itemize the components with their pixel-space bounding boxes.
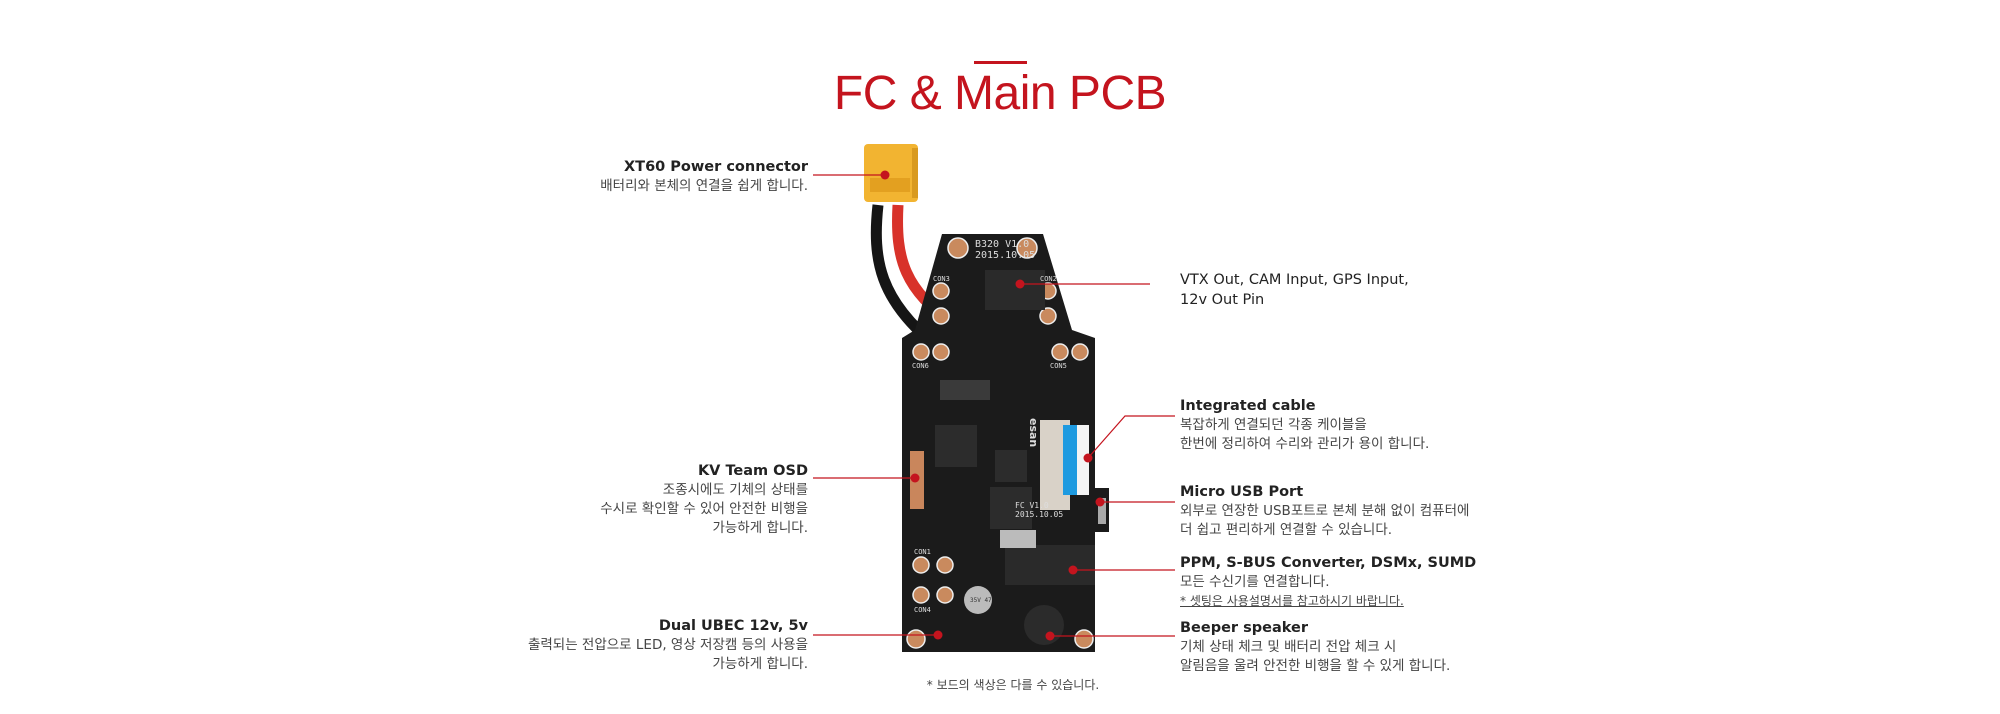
callout-text: 한번에 정리하여 수리와 관리가 용이 합니다. bbox=[1180, 436, 1430, 452]
callout-text: 조종시에도 기체의 상태를 bbox=[662, 482, 808, 498]
callout-dots bbox=[880, 170, 1105, 641]
mounting-holes bbox=[906, 237, 1094, 649]
leader-lines bbox=[813, 174, 1175, 637]
callout-beeper: Beeper speaker 기체 상태 체크 및 배터리 전압 체크 시 알림… bbox=[1180, 618, 1450, 676]
con3-label: CON3 bbox=[933, 275, 950, 283]
fc-chip bbox=[990, 487, 1032, 529]
callout-ppm: PPM, S-BUS Converter, DSMx, SUMD 모든 수신기를… bbox=[1180, 553, 1476, 611]
brand-label: esan bbox=[1027, 418, 1040, 447]
con5-label: CON5 bbox=[1050, 362, 1067, 370]
board-date: 2015.10.05 bbox=[975, 250, 1035, 261]
connector-labels: CON3 CON2 CON6 CON5 CON1 CON4 bbox=[912, 275, 1067, 614]
callout-text: 가능하게 합니다. bbox=[712, 656, 808, 672]
page-title: FC & Main PCB bbox=[833, 67, 1167, 120]
capacitor bbox=[964, 586, 992, 614]
callout-text: 가능하게 합니다. bbox=[712, 520, 808, 536]
con6-label: CON6 bbox=[912, 362, 929, 370]
ribbon-cable bbox=[1063, 425, 1077, 495]
con2-label: CON2 bbox=[1040, 275, 1057, 283]
callout-text: 기체 상태 체크 및 배터리 전압 체크 시 bbox=[1180, 639, 1397, 655]
title-accent-bar bbox=[974, 61, 1027, 64]
callout-text: 알림음을 울려 안전한 비행을 할 수 있게 합니다. bbox=[1180, 658, 1451, 674]
callout-text: 출력되는 전압으로 LED, 영상 저장캠 등의 사용을 bbox=[527, 637, 808, 653]
micro-usb-socket bbox=[1000, 530, 1036, 548]
callout-title: VTX Out, CAM Input, GPS Input, bbox=[1180, 272, 1409, 288]
board-version: B320 V1.0 bbox=[975, 239, 1029, 250]
callout-ubec: Dual UBEC 12v, 5v 출력되는 전압으로 LED, 영상 저장캠 … bbox=[528, 616, 808, 674]
capacitor-label: 35V 47 bbox=[970, 597, 992, 604]
callout-usb: Micro USB Port 외부로 연장한 USB포트로 본체 분해 없이 컴… bbox=[1180, 482, 1469, 540]
callout-text: 배터리와 본체의 연결을 쉽게 합니다. bbox=[600, 178, 808, 194]
callout-xt60: XT60 Power connector 배터리와 본체의 연결을 쉽게 합니다… bbox=[600, 157, 808, 196]
callout-title: KV Team OSD bbox=[697, 463, 808, 479]
osd-chip bbox=[935, 425, 977, 467]
callout-text: 수시로 확인할 수 있어 안전한 비행을 bbox=[600, 501, 808, 517]
pin-headers bbox=[940, 270, 1095, 585]
callout-osd: KV Team OSD 조종시에도 기체의 상태를 수시로 확인할 수 있어 안… bbox=[600, 461, 808, 538]
callout-text: 복잡하게 연결되던 각종 케이블을 bbox=[1180, 417, 1367, 433]
callout-title: Beeper speaker bbox=[1180, 620, 1309, 636]
callout-title: Micro USB Port bbox=[1180, 484, 1304, 500]
callout-title: Dual UBEC 12v, 5v bbox=[658, 618, 808, 634]
fc-version: FC V1.0 bbox=[1015, 501, 1049, 510]
footer-note: * 보드의 색상은 다를 수 있습니다. bbox=[926, 678, 1100, 692]
xt60-connector bbox=[864, 144, 918, 202]
callout-cable: Integrated cable 복잡하게 연결되던 각종 케이블을 한번에 정… bbox=[1180, 396, 1429, 454]
mcu-chip bbox=[995, 450, 1027, 482]
callout-title: 12v Out Pin bbox=[1180, 292, 1265, 308]
callout-vtx: VTX Out, CAM Input, GPS Input, 12v Out P… bbox=[1180, 270, 1409, 310]
callout-text: 모든 수신기를 연결합니다. bbox=[1180, 574, 1330, 590]
con4-label: CON4 bbox=[914, 606, 931, 614]
callout-text: 외부로 연장한 USB포트로 본체 분해 없이 컴퓨터에 bbox=[1180, 503, 1470, 519]
fc-date: 2015.10.05 bbox=[1015, 510, 1063, 519]
con1-label: CON1 bbox=[914, 548, 931, 556]
callout-title: XT60 Power connector bbox=[624, 159, 808, 175]
callout-title: Integrated cable bbox=[1180, 398, 1316, 414]
callout-text: 더 쉽고 편리하게 연결할 수 있습니다. bbox=[1180, 522, 1393, 538]
callout-title: PPM, S-BUS Converter, DSMx, SUMD bbox=[1180, 555, 1477, 571]
callout-note: * 셋팅은 사용설명서를 참고하시기 바랍니다. bbox=[1180, 594, 1404, 608]
beeper bbox=[1024, 605, 1064, 645]
